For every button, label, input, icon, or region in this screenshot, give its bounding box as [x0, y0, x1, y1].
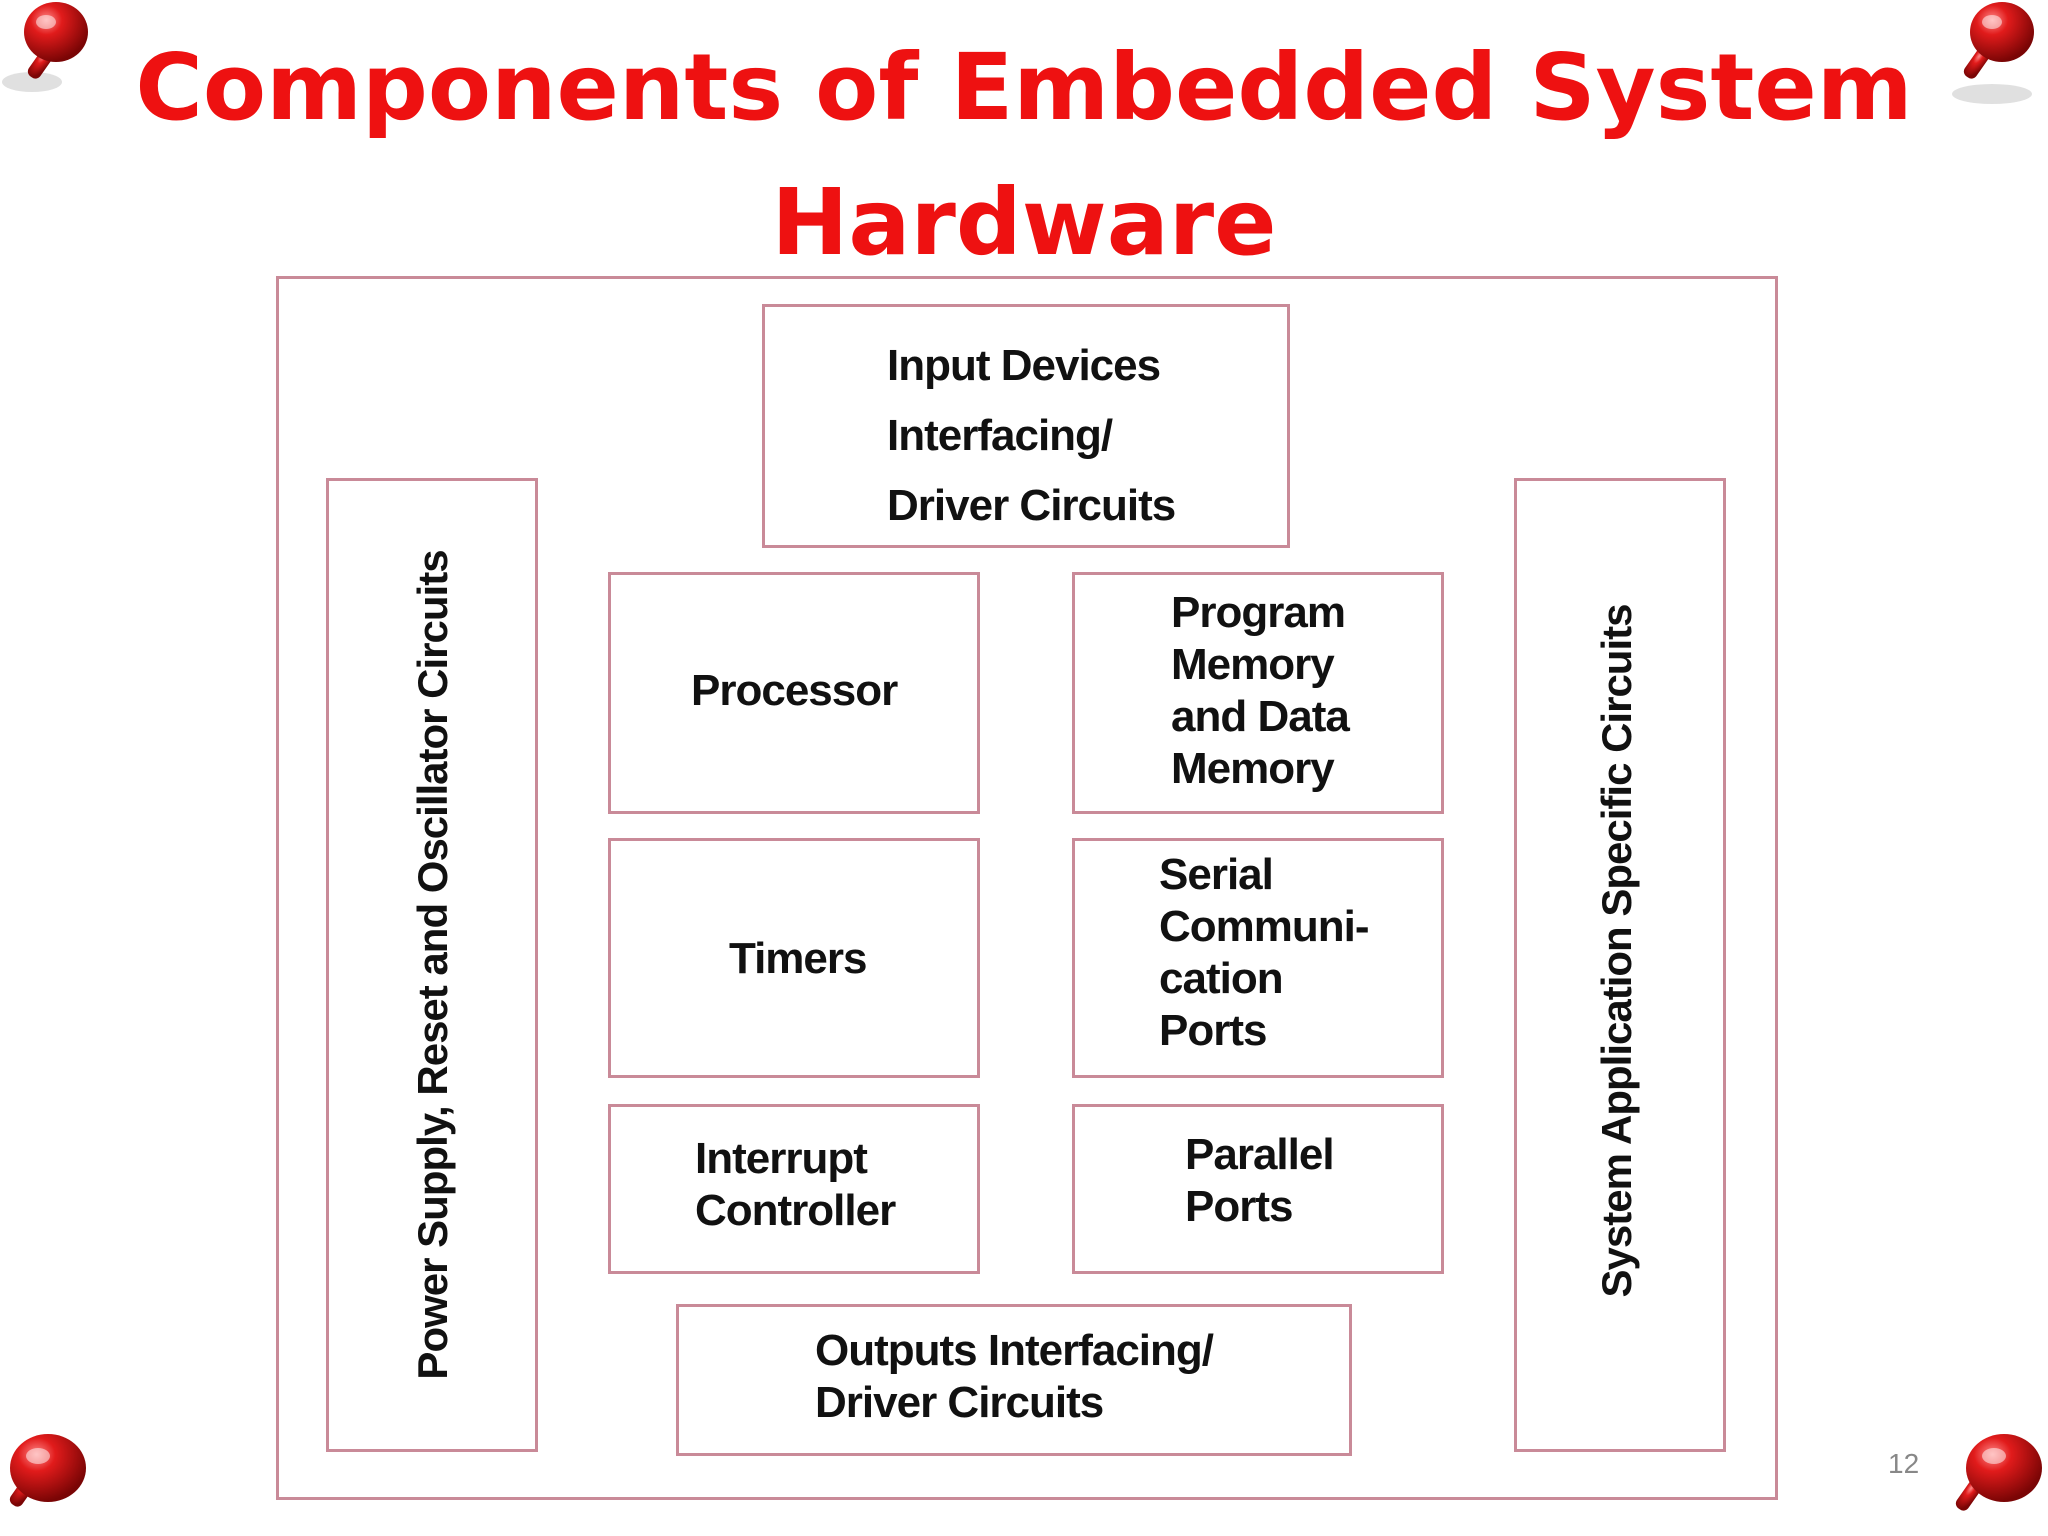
power-supply-label: Power Supply, Reset and Oscillator Circu…	[409, 550, 456, 1380]
system-application-box: System Application Specific Circuits	[1514, 478, 1726, 1452]
parallel-ports-box: Parallel Ports	[1072, 1104, 1444, 1274]
pushpin-icon	[1952, 2, 2034, 104]
slide-title-line2: Hardware	[771, 169, 1277, 276]
memory-box: Program Memory and Data Memory	[1072, 572, 1444, 814]
processor-box: Processor	[608, 572, 980, 814]
pushpin-icon	[9, 1434, 86, 1507]
input-devices-label: Input Devices Interfacing/ Driver Circui…	[887, 341, 1176, 530]
page-number: 12	[1888, 1448, 1920, 1479]
pushpin-icon	[1955, 1434, 2042, 1511]
timers-box: Timers	[608, 838, 980, 1078]
timers-label: Timers	[729, 934, 867, 983]
processor-label: Processor	[691, 666, 898, 715]
power-supply-box: Power Supply, Reset and Oscillator Circu…	[326, 478, 538, 1452]
system-application-label: System Application Specific Circuits	[1593, 604, 1640, 1298]
slide-title-line1: Components of Embedded System	[135, 34, 1913, 141]
outputs-box: Outputs Interfacing/ Driver Circuits	[676, 1304, 1352, 1456]
interrupt-controller-box: Interrupt Controller	[608, 1104, 980, 1274]
parallel-ports-label: Parallel Ports	[1185, 1130, 1335, 1231]
input-devices-box: Input Devices Interfacing/ Driver Circui…	[762, 304, 1290, 548]
serial-ports-label: Serial Communi- cation Ports	[1159, 850, 1370, 1055]
outputs-label: Outputs Interfacing/ Driver Circuits	[815, 1326, 1214, 1427]
serial-ports-box: Serial Communi- cation Ports	[1072, 838, 1444, 1078]
memory-label: Program Memory and Data Memory	[1171, 588, 1350, 793]
interrupt-controller-label: Interrupt Controller	[695, 1134, 896, 1235]
slide-title: Components of Embedded System Hardware	[0, 20, 2048, 290]
pushpin-icon	[2, 2, 88, 92]
